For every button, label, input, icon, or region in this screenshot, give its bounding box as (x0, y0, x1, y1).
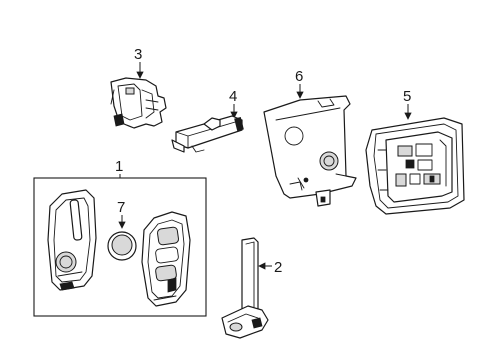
callout-label-2: 2 (274, 259, 282, 276)
callout-1: 1 (115, 158, 123, 178)
callout-5: 5 (403, 88, 412, 120)
leader-arrow-7 (118, 221, 126, 229)
callout-label-4: 4 (229, 88, 237, 105)
callout-6: 6 (295, 68, 304, 99)
part-5-control-module (365, 117, 465, 215)
callout-label-6: 6 (295, 68, 303, 85)
leader-arrow-5 (404, 112, 412, 120)
callout-label-3: 3 (134, 46, 142, 63)
callout-3: 3 (134, 46, 144, 79)
leader-arrow-2 (258, 262, 266, 270)
callout-label-7: 7 (117, 199, 125, 216)
leader-arrow-3 (136, 71, 144, 79)
callout-2: 2 (258, 259, 282, 276)
leader-arrow-4 (230, 111, 238, 119)
callout-4: 4 (229, 88, 238, 119)
part-1-fob-front (141, 211, 191, 307)
part-1-kit-frame (33, 177, 207, 317)
part-2-key-blade (221, 237, 269, 339)
part-3-connector (110, 77, 167, 129)
callout-label-5: 5 (403, 88, 411, 105)
part-6-mounting-bracket (263, 95, 357, 207)
callout-label-1: 1 (115, 158, 123, 175)
callout-7: 7 (117, 199, 126, 229)
part-1-fob-back (47, 189, 97, 291)
leader-arrow-6 (296, 91, 304, 99)
part-4-antenna-module (171, 115, 244, 153)
part-7-coin-battery (107, 231, 137, 261)
